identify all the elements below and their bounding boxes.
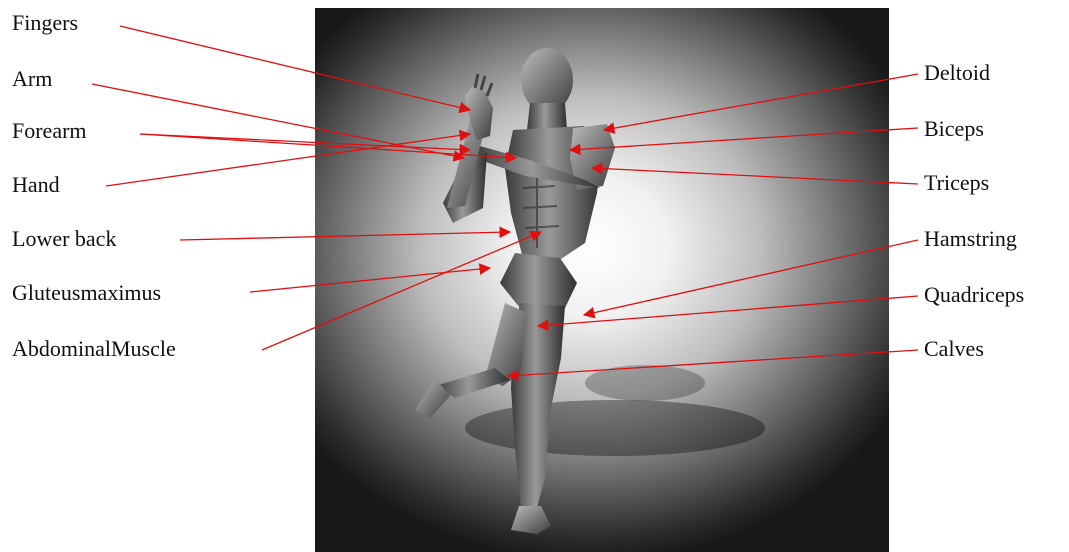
label-hamstring: Hamstring (924, 226, 1017, 252)
arrow-deltoid (604, 74, 918, 130)
arrow-fingers (120, 26, 470, 110)
arrow-biceps (570, 128, 918, 150)
arrow-calves (508, 350, 918, 376)
arrow-hamstring (584, 240, 918, 315)
label-gluteus-maximus: Gluteusmaximus (12, 280, 161, 306)
arrow-triceps (592, 168, 918, 184)
label-quadriceps: Quadriceps (924, 282, 1024, 308)
label-abdominal-muscle: AbdominalMuscle (12, 336, 176, 362)
label-calves: Calves (924, 336, 984, 362)
label-deltoid: Deltoid (924, 60, 990, 86)
label-biceps: Biceps (924, 116, 984, 142)
label-triceps: Triceps (924, 170, 989, 196)
arrow-abdominal (262, 232, 541, 350)
label-fingers: Fingers (12, 10, 78, 36)
arrow-forearm-2 (140, 134, 470, 150)
label-forearm: Forearm (12, 118, 87, 144)
arrow-lower-back (180, 232, 510, 240)
label-arm: Arm (12, 66, 52, 92)
label-hand: Hand (12, 172, 60, 198)
arrow-quadriceps (538, 296, 918, 326)
label-lower-back: Lower back (12, 226, 116, 252)
arrow-gluteus (250, 268, 490, 292)
